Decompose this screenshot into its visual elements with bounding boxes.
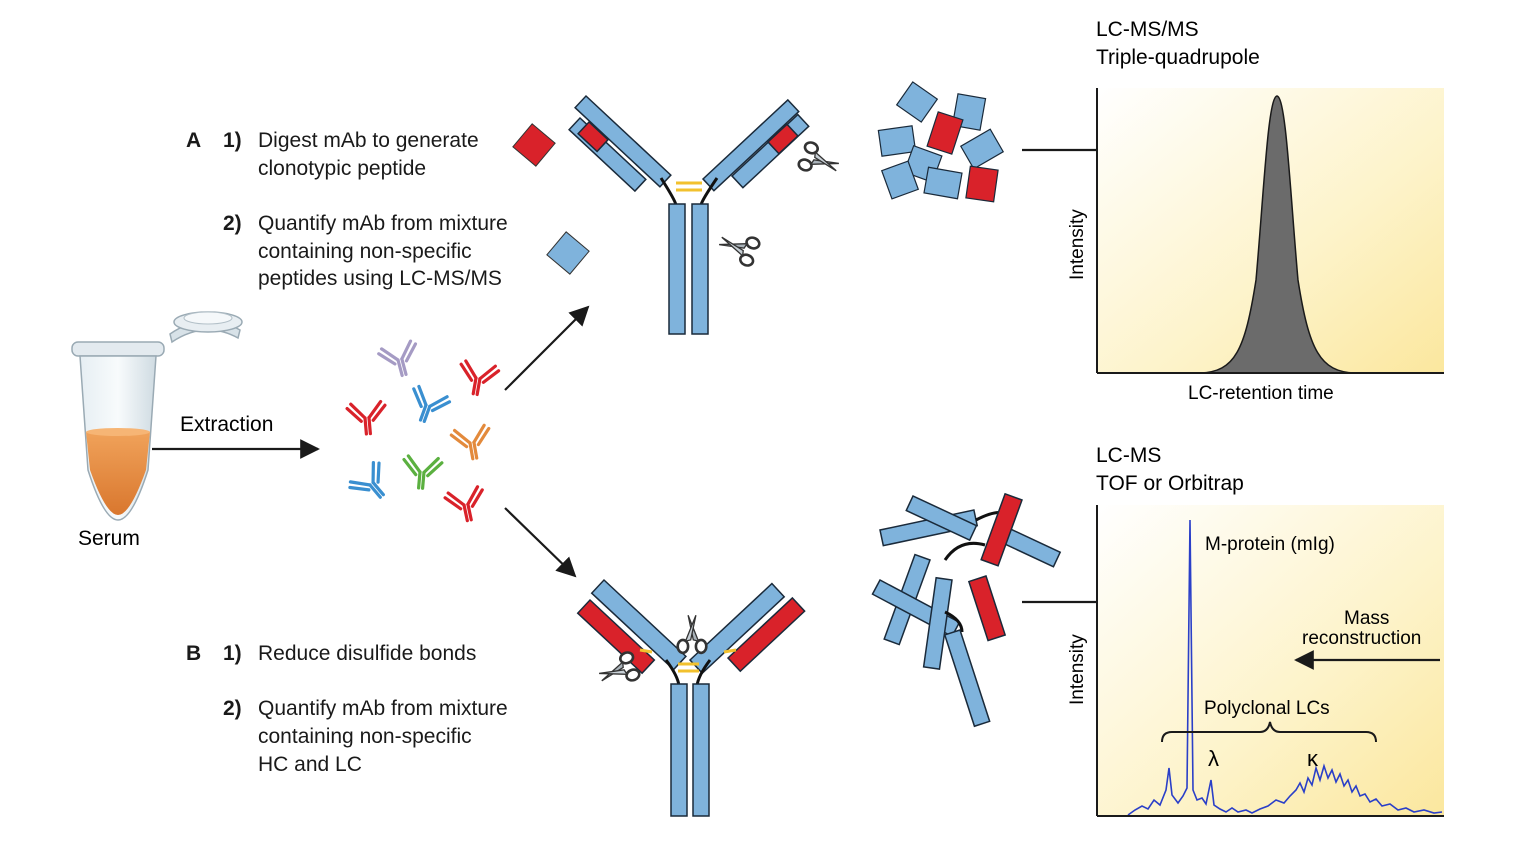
antibody-b-reduction bbox=[576, 578, 806, 817]
panel-b-step1-line1: Reduce disulfide bonds bbox=[258, 642, 476, 665]
kappa-label: κ bbox=[1307, 746, 1319, 771]
panel-b-instructions: B 1) Reduce disulfide bonds 2) Quantify … bbox=[186, 642, 508, 776]
antibody-icon bbox=[449, 422, 496, 464]
top-chart-y-label: Intensity bbox=[1067, 209, 1088, 280]
serum-label: Serum bbox=[78, 527, 140, 550]
bottom-chart-y-label: Intensity bbox=[1067, 634, 1088, 705]
m-protein-label: M-protein (mIg) bbox=[1205, 534, 1335, 555]
antibody-icon bbox=[454, 358, 501, 400]
panel-b-step2-line3: HC and LC bbox=[258, 753, 362, 776]
antibody-icon bbox=[345, 399, 389, 438]
panel-a-step1-number: 1) bbox=[223, 129, 242, 152]
peptide-icon bbox=[877, 125, 917, 157]
antibody-icon bbox=[345, 458, 398, 510]
panel-b-step2-number: 2) bbox=[223, 697, 242, 720]
peptide-icon bbox=[880, 160, 920, 200]
antibody-icon bbox=[400, 453, 444, 492]
panel-b-step2-line2: containing non-specific bbox=[258, 725, 472, 748]
antibody-icon bbox=[376, 338, 425, 382]
antibody-mixture bbox=[345, 338, 501, 526]
panel-a-step2-line1: Quantify mAb from mixture bbox=[258, 212, 508, 235]
polyclonal-lcs-label: Polyclonal LCs bbox=[1204, 698, 1330, 719]
extraction-label: Extraction bbox=[180, 413, 273, 436]
peptide-icon bbox=[895, 81, 939, 123]
scissors-icon bbox=[795, 139, 844, 182]
bottom-chart-title-line2: TOF or Orbitrap bbox=[1096, 472, 1244, 495]
top-chart-x-label: LC-retention time bbox=[1188, 383, 1334, 404]
peptide-icon bbox=[965, 165, 999, 203]
scissors-icon bbox=[714, 226, 763, 269]
separated-heavy-and-light-chains bbox=[871, 492, 1062, 728]
peptide-icon bbox=[923, 166, 963, 200]
digested-peptides bbox=[877, 81, 1005, 203]
panel-b-step1-number: 1) bbox=[223, 642, 242, 665]
scissors-icon bbox=[676, 613, 708, 655]
bottom-chart-title-line1: LC-MS bbox=[1096, 444, 1161, 467]
panel-a-instructions: A 1) Digest mAb to generate clonotypic p… bbox=[186, 129, 508, 290]
nonspecific-peptide-icon bbox=[546, 231, 590, 275]
panel-a-letter: A bbox=[186, 129, 201, 152]
antibody-a-digestion bbox=[568, 94, 810, 335]
top-chart-title-line1: LC-MS/MS bbox=[1096, 18, 1199, 41]
top-chart-title-line2: Triple-quadrupole bbox=[1096, 46, 1260, 69]
mass-reconstruction-line1: Mass bbox=[1344, 608, 1389, 629]
panel-a-step2-line3: peptides using LC-MS/MS bbox=[258, 267, 502, 290]
panel-a-step1-line1: Digest mAb to generate bbox=[258, 129, 479, 152]
top-chart-peak bbox=[1199, 95, 1356, 374]
top-chart: LC-MS/MS Triple-quadrupole Intensity LC-… bbox=[1067, 18, 1444, 404]
antibody-icon bbox=[442, 484, 490, 526]
panel-a-step2-number: 2) bbox=[223, 212, 242, 235]
bottom-chart: LC-MS TOF or Orbitrap Intensity M-protei… bbox=[1067, 444, 1444, 817]
panel-b-letter: B bbox=[186, 642, 201, 665]
clonotypic-peptide-icon bbox=[512, 123, 556, 167]
panel-a-step1-line2: clonotypic peptide bbox=[258, 157, 426, 180]
lambda-label: λ bbox=[1208, 746, 1219, 771]
panel-b-step2-line1: Quantify mAb from mixture bbox=[258, 697, 508, 720]
scissors-icon bbox=[594, 649, 643, 692]
arrow-to-panel-b bbox=[504, 507, 577, 578]
antibody-icon bbox=[402, 383, 453, 429]
bottom-chart-spectrum bbox=[1127, 519, 1443, 816]
arrow-to-panel-a bbox=[504, 305, 590, 391]
panel-a-step2-line2: containing non-specific bbox=[258, 240, 472, 263]
polyclonal-brace bbox=[1161, 721, 1377, 743]
microtube-icon bbox=[71, 311, 243, 521]
peptide-icon bbox=[926, 111, 964, 155]
mass-reconstruction-line2: reconstruction bbox=[1302, 628, 1421, 649]
peptide-icon bbox=[959, 128, 1005, 170]
